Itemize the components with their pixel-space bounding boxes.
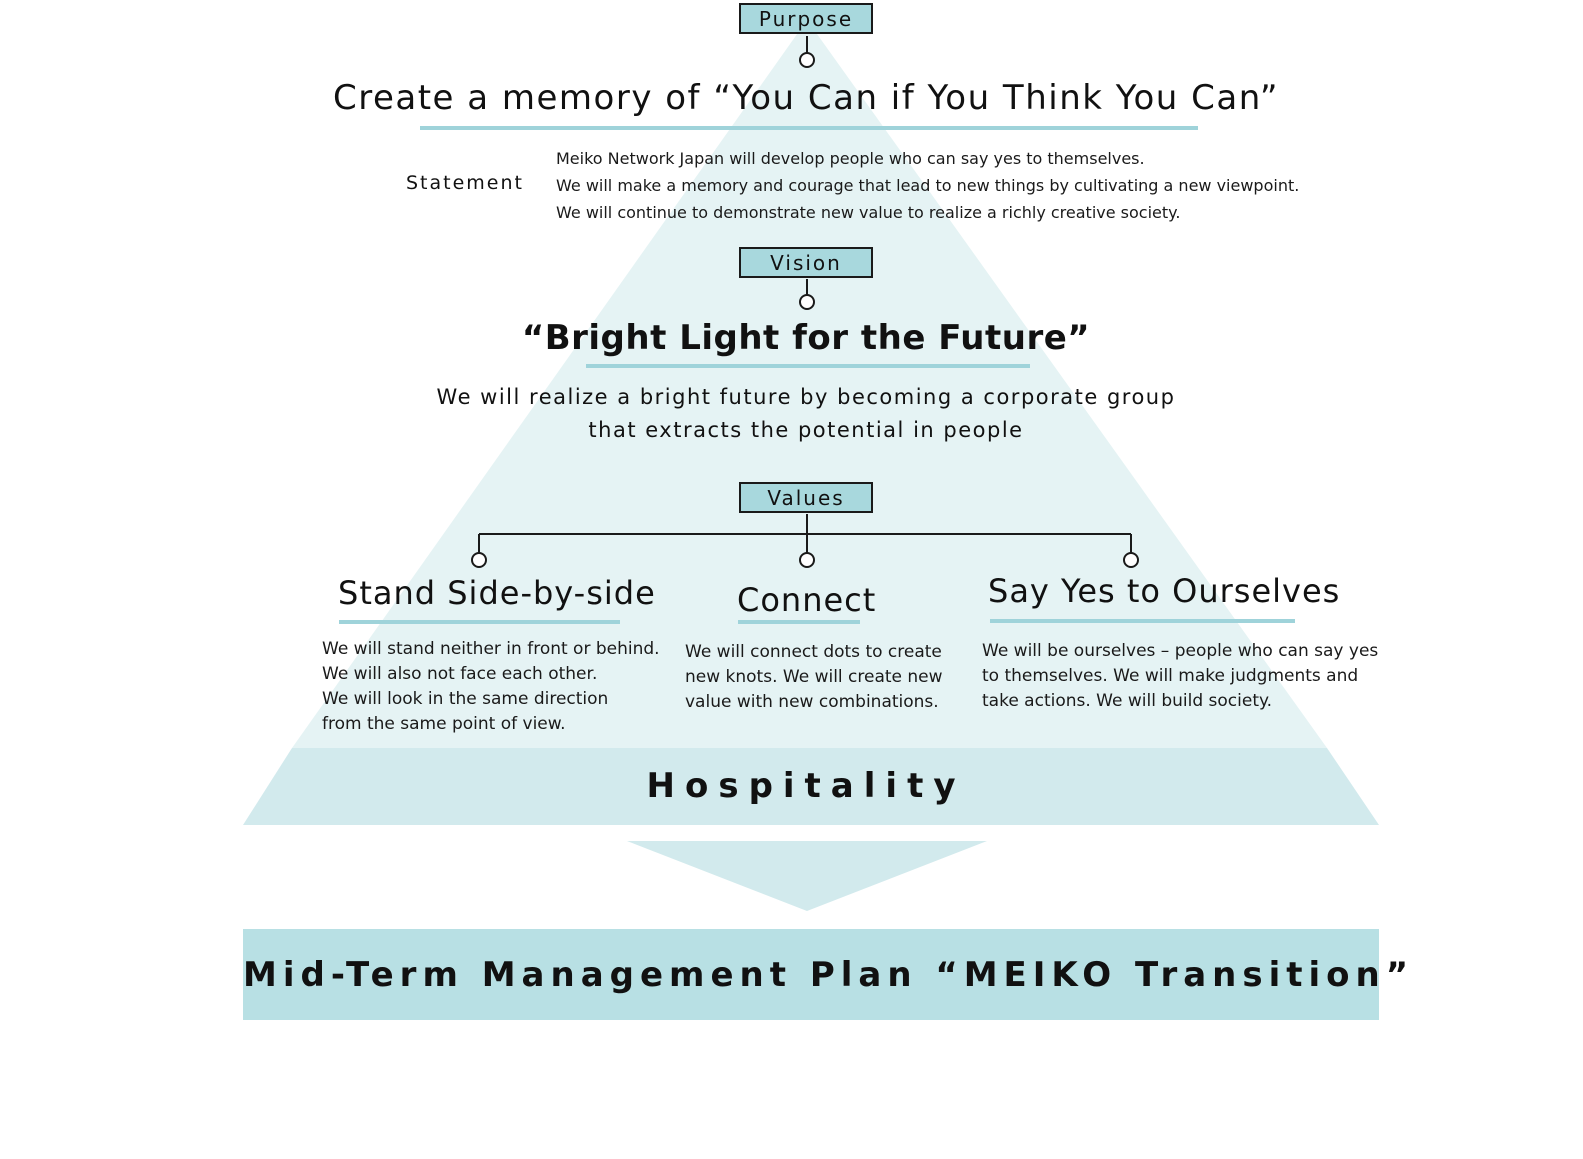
vision-connector-node — [799, 294, 815, 310]
value-3-line-3: take actions. We will build society. — [982, 691, 1273, 711]
value-text-connect: We will connect dots to create new knots… — [685, 640, 943, 715]
value-title-connect: Connect — [737, 581, 877, 619]
value-node-2 — [799, 552, 815, 568]
purpose-connector-node — [799, 52, 815, 68]
down-arrow — [627, 841, 987, 911]
value-1-line-4: from the same point of view. — [322, 714, 566, 734]
value-2-line-1: We will connect dots to create — [685, 642, 942, 662]
vision-title: “Bright Light for the Future” — [521, 318, 1091, 358]
purpose-title: Create a memory of “You Can if You Think… — [332, 78, 1280, 118]
value-node-1 — [471, 552, 487, 568]
value-title-say-yes: Say Yes to Ourselves — [988, 572, 1341, 610]
value-1-line-1: We will stand neither in front or behind… — [322, 639, 660, 659]
value-3-line-2: to themselves. We will make judgments an… — [982, 666, 1359, 686]
statement-line-3: We will continue to demonstrate new valu… — [556, 203, 1181, 222]
vision-underline — [586, 364, 1030, 368]
statement-label: Statement — [406, 172, 524, 194]
values-label: Values — [739, 482, 873, 513]
value-1-line-3: We will look in the same direction — [322, 689, 609, 709]
statement-line-1: Meiko Network Japan will develop people … — [556, 149, 1145, 168]
vision-line-1: We will realize a bright future by becom… — [436, 385, 1176, 409]
value-2-line-2: new knots. We will create new — [685, 667, 943, 687]
value-underline-1 — [339, 620, 620, 624]
value-3-line-1: We will be ourselves – people who can sa… — [982, 641, 1379, 661]
vision-line-2: that extracts the potential in people — [588, 418, 1024, 442]
purpose-label: Purpose — [739, 3, 873, 34]
plan-box — [243, 929, 1379, 1020]
value-1-line-2: We will also not face each other. — [322, 664, 598, 684]
pyramid-triangle — [292, 20, 1327, 748]
statement-line-2: We will make a memory and courage that l… — [556, 176, 1300, 195]
value-2-line-3: value with new combinations. — [685, 692, 939, 712]
midterm-plan-label: Mid-Term Management Plan “MEIKO Transiti… — [243, 955, 1415, 995]
purpose-underline — [420, 126, 1198, 130]
vision-label: Vision — [739, 247, 873, 278]
value-node-3 — [1123, 552, 1139, 568]
value-title-stand-side-by-side: Stand Side-by-side — [338, 574, 656, 612]
value-text-stand-side-by-side: We will stand neither in front or behind… — [322, 637, 660, 737]
hospitality-label: Hospitality — [646, 766, 966, 806]
value-text-say-yes: We will be ourselves – people who can sa… — [982, 639, 1378, 714]
hospitality-band — [243, 748, 1379, 825]
value-underline-2 — [738, 620, 860, 624]
value-underline-3 — [990, 619, 1295, 623]
